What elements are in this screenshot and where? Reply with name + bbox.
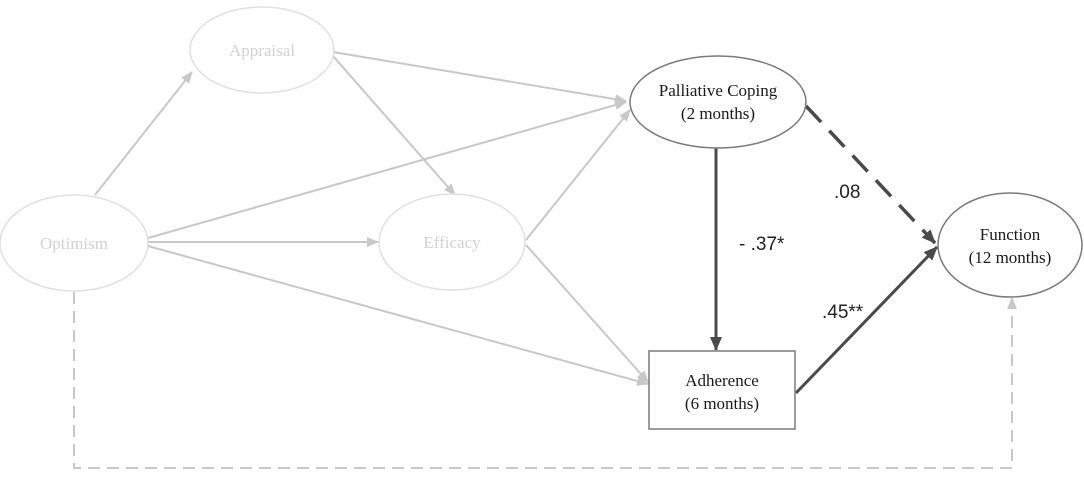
node-optimism-label: Optimism <box>40 234 108 253</box>
path-optimism-function <box>73 292 1017 469</box>
path-optimism-appraisal <box>94 71 193 196</box>
node-efficacy-label: Efficacy <box>423 233 481 252</box>
path-appraisal-palliative <box>332 51 627 105</box>
node-adherence: Adherence (6 months) <box>648 350 796 430</box>
node-efficacy: Efficacy <box>378 193 526 291</box>
node-palliative-line2: (2 months) <box>681 104 755 123</box>
node-function: Function (12 months) <box>937 192 1083 298</box>
node-optimism: Optimism <box>0 194 149 292</box>
node-appraisal: Appraisal <box>189 6 335 94</box>
path-efficacy-palliative <box>525 109 631 241</box>
node-adherence-line2: (6 months) <box>685 394 759 413</box>
node-adherence-line1: Adherence <box>685 371 759 390</box>
path-efficacy-adherence <box>525 244 649 383</box>
path-optimism-palliative <box>147 100 627 239</box>
node-appraisal-label: Appraisal <box>229 41 295 60</box>
node-function-line2: (12 months) <box>969 248 1052 267</box>
coef-adherence-function: .45** <box>822 302 864 323</box>
path-optimism-adherence <box>147 245 649 386</box>
node-palliative-coping: Palliative Coping (2 months) <box>629 55 807 149</box>
node-palliative-line1: Palliative Coping <box>659 81 778 100</box>
path-adherence-function <box>794 245 939 395</box>
path-palliative-function <box>804 104 937 245</box>
node-function-line1: Function <box>980 225 1041 244</box>
coef-palliative-function: .08 <box>834 182 860 203</box>
coef-palliative-adherence: - .37* <box>739 234 785 255</box>
path-appraisal-efficacy <box>332 55 456 196</box>
